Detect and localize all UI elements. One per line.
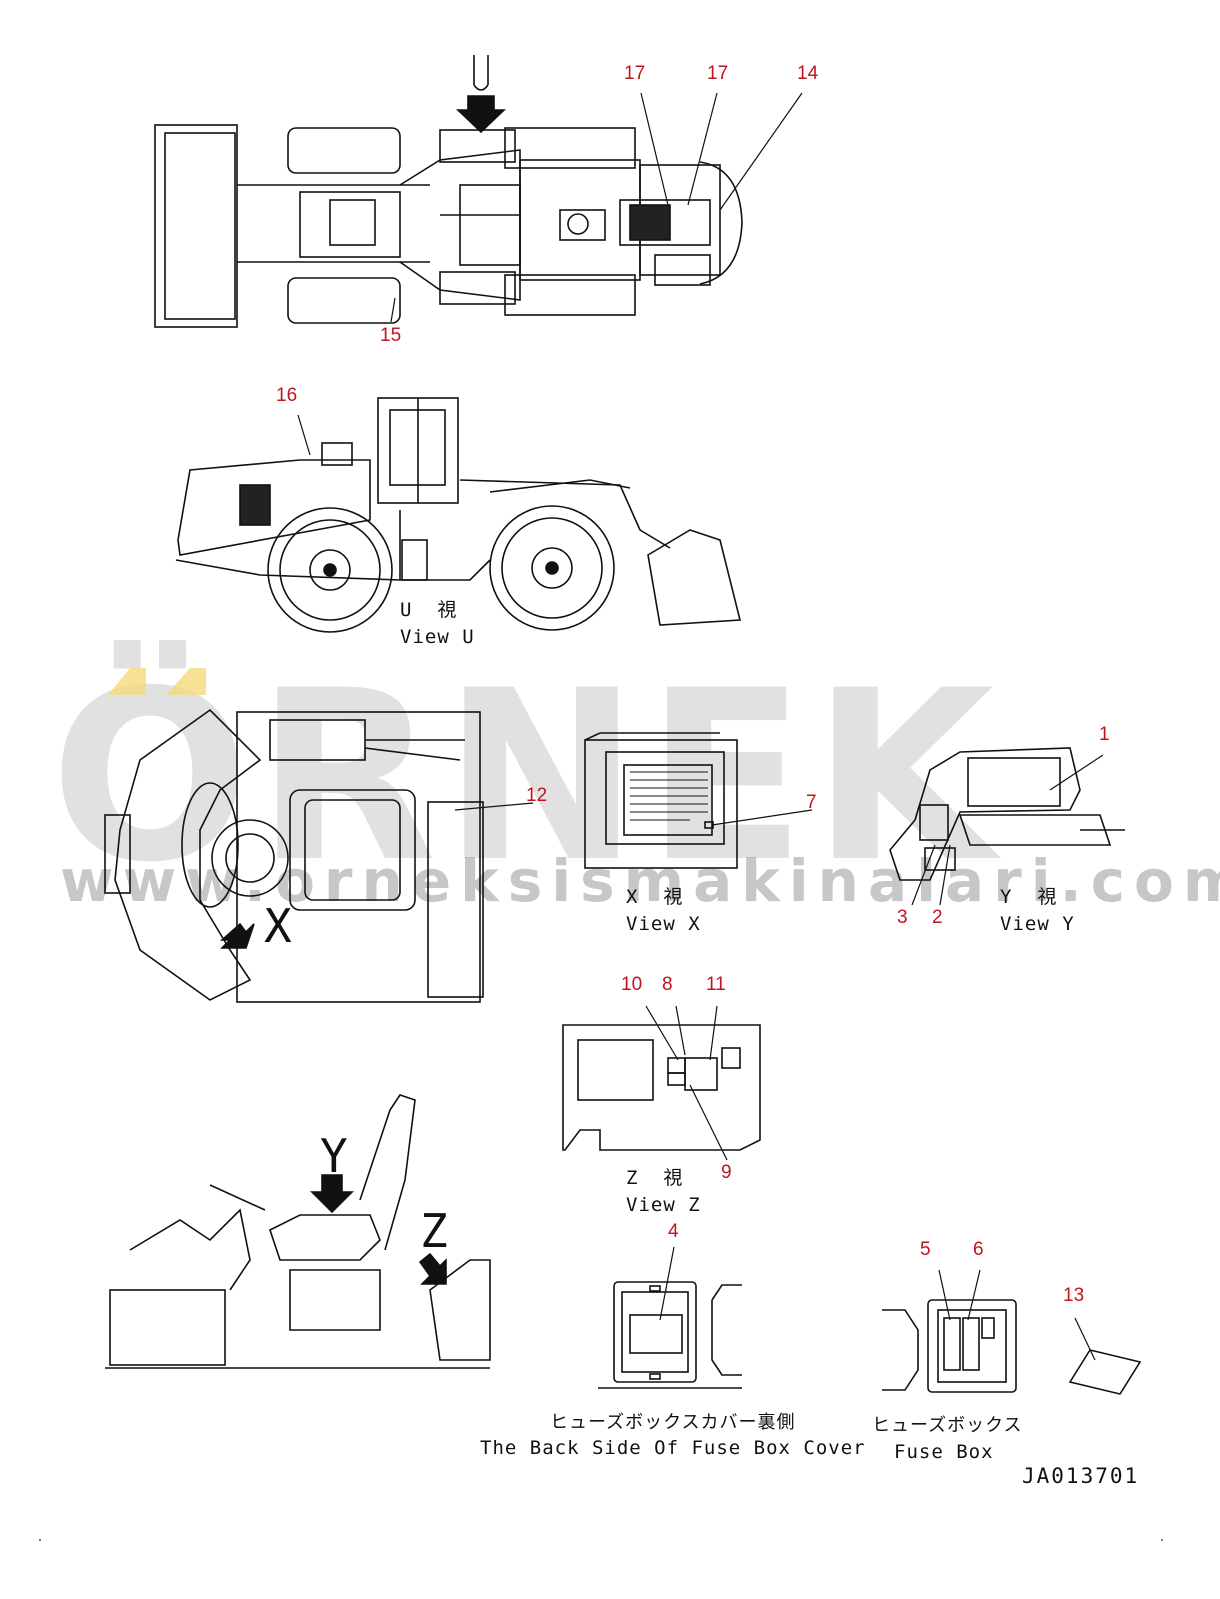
cab-floor-view — [104, 708, 484, 1003]
view-x-arrow — [219, 922, 255, 949]
watermark-accent-left — [108, 668, 146, 695]
callout-12: 12 — [526, 785, 548, 806]
fuse-box — [882, 1299, 1017, 1393]
callout-6: 6 — [973, 1239, 984, 1260]
watermark-brand: ÖRNEK — [50, 641, 1001, 914]
callout-7: 7 — [806, 792, 817, 813]
view-x-grille — [630, 771, 708, 821]
view-z-arrow — [418, 1252, 447, 1285]
corner-mark-right — [1161, 1539, 1163, 1541]
callout-3: 3 — [897, 907, 908, 928]
seat-side-view — [105, 1094, 491, 1369]
callout-5: 5 — [920, 1239, 931, 1260]
callout-2: 2 — [932, 907, 943, 928]
fuse-box-cover-back — [598, 1281, 742, 1389]
caption-view-y-en: View Y — [1000, 913, 1075, 935]
document-number: JA013701 — [1022, 1464, 1140, 1488]
caption-fuse-box-en: Fuse Box — [894, 1441, 994, 1463]
leader-lines — [297, 92, 1104, 1361]
caption-view-x-jp: X 視 — [626, 886, 684, 908]
view-x-panel — [584, 732, 738, 869]
view-z-marker: Z — [420, 1204, 449, 1258]
callout-17-b: 17 — [707, 63, 729, 84]
caption-view-u-en: View U — [400, 626, 475, 648]
callout-17-a: 17 — [624, 63, 646, 84]
callout-13: 13 — [1063, 1285, 1085, 1306]
label-decal — [1068, 1349, 1142, 1395]
view-x-marker: X — [264, 899, 293, 953]
view-z-panel — [562, 1024, 761, 1151]
callout-15: 15 — [380, 325, 402, 346]
caption-fuse-box-jp: ヒューズボックス — [872, 1415, 1023, 1436]
side-view-loader — [175, 397, 742, 633]
top-view-loader — [154, 124, 743, 328]
watermark-accent-right — [166, 668, 206, 695]
callout-4: 4 — [668, 1221, 679, 1242]
view-y-console — [889, 747, 1125, 881]
caption-fuse-cover-en: The Back Side Of Fuse Box Cover — [480, 1437, 866, 1459]
caption-view-u-jp: U 視 — [400, 599, 458, 621]
caption-view-z-jp: Z 視 — [626, 1167, 684, 1189]
caption-fuse-cover-jp: ヒューズボックスカバー裏側 — [550, 1412, 796, 1433]
view-u-arrow — [456, 55, 506, 134]
callout-8: 8 — [662, 974, 673, 995]
callout-1: 1 — [1099, 724, 1110, 745]
callout-14: 14 — [797, 63, 819, 84]
corner-mark-left — [39, 1539, 41, 1541]
callout-16: 16 — [276, 385, 298, 406]
caption-view-z-en: View Z — [626, 1194, 701, 1216]
view-y-arrow — [310, 1174, 354, 1214]
caption-view-x-en: View X — [626, 913, 701, 935]
view-y-marker: Y — [320, 1129, 349, 1183]
callout-11: 11 — [706, 974, 726, 995]
callout-9: 9 — [721, 1162, 732, 1183]
callout-10: 10 — [621, 974, 643, 995]
caption-view-y-jp: Y 視 — [1000, 886, 1058, 908]
